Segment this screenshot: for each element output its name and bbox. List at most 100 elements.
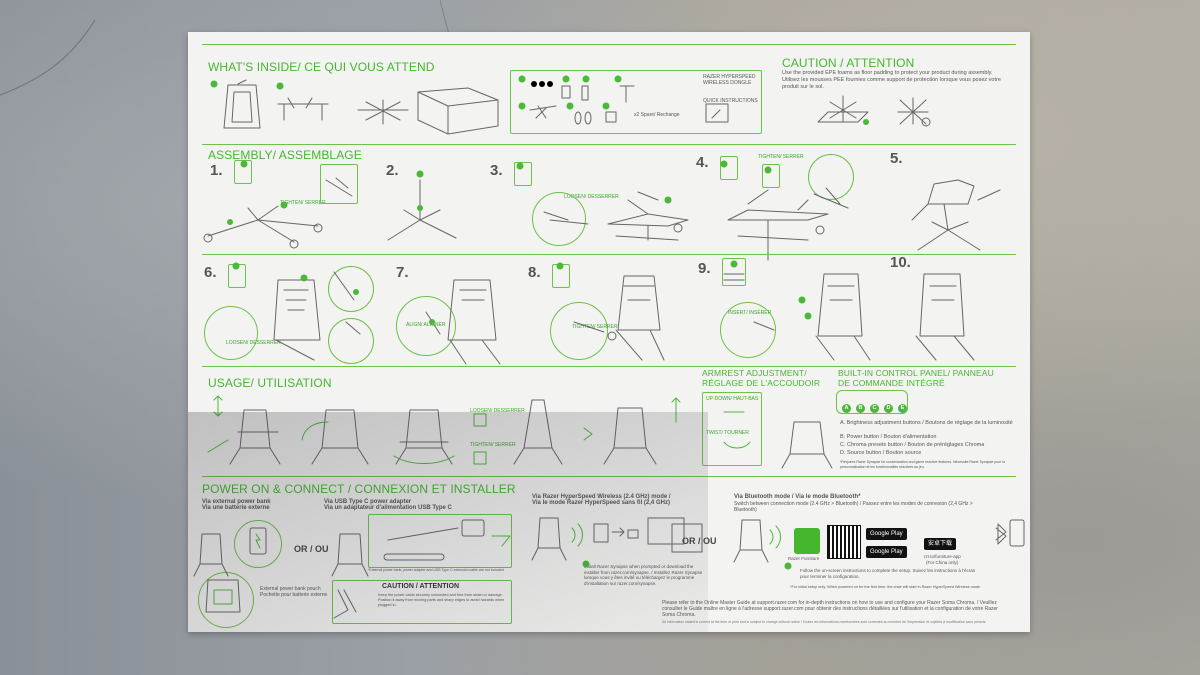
control-item-d: D. Source button / Bouton source: [840, 450, 922, 456]
detail-circle-6c: [328, 318, 374, 364]
china-only-note: (For China only): [926, 560, 959, 565]
usbc-subtitle: Via un adaptateur d'alimentation USB Typ…: [324, 505, 452, 511]
control-item-a: A. Brightness adjustment buttons / Bouto…: [840, 420, 1013, 426]
google-play-badge-2[interactable]: Google Play: [866, 546, 907, 558]
bank-title: Via external power bank: [202, 499, 271, 505]
google-play-badge-1[interactable]: Google Play: [866, 528, 907, 540]
heading-whats-inside: WHAT'S INSIDE/ CE QUI VOUS ATTEND: [208, 60, 435, 74]
bt-subtitle: Switch between connection mode (2.4 GHz …: [734, 501, 973, 513]
control-button-d: D: [884, 404, 893, 413]
label-tighten-8: TIGHTEN/ SERRER: [572, 324, 618, 330]
part-box-4b: [762, 164, 780, 188]
power-connect-illustration: [193, 519, 511, 619]
label-tighten-4: TIGHTEN/ SERRER: [758, 154, 804, 160]
qr-code: [827, 525, 861, 559]
bank-subtitle: Via une batterie externe: [202, 505, 270, 511]
dongle-note: RAZER HYPERSPEED WIRELESS DONGLE: [703, 74, 756, 86]
step-6-number: 6.: [204, 264, 217, 281]
part-box-1: [234, 160, 252, 184]
part-box-9: [722, 258, 746, 286]
heading-assembly: ASSEMBLY/ ASSEMBLAGE: [208, 148, 362, 162]
detail-circle-6b: [328, 266, 374, 312]
china-store-badge[interactable]: 安卓下载: [924, 538, 957, 550]
step-10-number: 10.: [890, 254, 911, 271]
wireless-subtitle: Via le mode Razer HyperSpeed sans fil (2…: [532, 500, 670, 506]
step-1-number: 1.: [210, 162, 223, 179]
step-2-number: 2.: [386, 162, 399, 179]
section-divider-power: [202, 476, 1016, 477]
label-loosen-usage: LOOSEN/ DESSERRER: [470, 408, 525, 414]
label-tighten-usage: TIGHTEN/ SERRER: [470, 442, 516, 448]
detail-circle-9: [720, 302, 776, 358]
or-separator-2: OR / OU: [682, 536, 717, 546]
power-caution-body: Keep the power cable securely connected …: [378, 593, 505, 607]
online-guide-note: Please refer to the Online Master Guide …: [662, 600, 998, 618]
step-7-number: 7.: [396, 264, 409, 281]
control-button-e: E: [898, 404, 907, 413]
caution-text: Use the provided EPE foams as floor padd…: [782, 70, 1001, 90]
step-9-number: 9.: [698, 260, 711, 277]
power-caution-box: [332, 580, 512, 624]
part-box-4a: [720, 156, 738, 180]
detail-circle-8: [550, 302, 608, 360]
bt-title: Via Bluetooth mode / Via le mode Bluetoo…: [734, 494, 861, 500]
small-parts-box: [510, 70, 762, 134]
control-note: *Requires Razer Synapse for customizatio…: [840, 460, 1005, 469]
synapse-step: Install Razer Synapse when prompted or d…: [584, 564, 703, 586]
heading-power: POWER ON & CONNECT / CONNEXION ET INSTAL…: [202, 482, 516, 496]
guide-note: QUICK INSTRUCTIONS: [703, 98, 758, 104]
control-panel-diagram: [836, 390, 908, 414]
fine-print: All information stated is correct at the…: [662, 620, 987, 624]
bluetooth-illustration: [733, 519, 1025, 570]
app-url: rzr.to/furniture-app: [924, 554, 961, 559]
label-twist: TWIST/ TOURNER: [706, 430, 749, 436]
wireless-title: Via Razer HyperSpeed Wireless (2.4 GHz) …: [532, 494, 671, 500]
part-box-3: [514, 162, 532, 186]
small-parts-illustration: [518, 75, 635, 125]
label-loosen-3: LOOSEN/ DESSERRER: [564, 194, 619, 200]
label-align-7: ALIGN/ ALIGNER: [406, 322, 446, 328]
section-divider-inside: [202, 44, 1016, 45]
detail-circle-4: [808, 154, 854, 200]
detail-circle-6: [204, 306, 258, 360]
usbc-title: Via USB Type C power adapter: [324, 499, 412, 505]
detail-circle-7: [396, 296, 456, 356]
step-4-number: 4.: [696, 154, 709, 171]
usbc-adapter-box: [368, 514, 512, 568]
or-separator-1: OR / OU: [294, 544, 329, 554]
armrest-detail-box: [702, 392, 762, 466]
spare-screws-note: x2 Spare/ Rechange: [634, 112, 680, 118]
assembly-steps-6-10-illustration: [232, 260, 975, 365]
assembly-steps-illustration: [203, 160, 1001, 261]
wireless-illustration: [531, 517, 703, 568]
pouch-sublabel: Pochette pour batterie externe: [260, 592, 328, 598]
label-insert-9: INSERT/ INSÉRER: [728, 310, 772, 316]
step-5-number: 5.: [890, 150, 903, 167]
instruction-sheet: WHAT'S INSIDE/ CE QUI VOUS ATTEND RAZER …: [188, 32, 1030, 632]
caution-foam-illustration: [817, 95, 931, 127]
follow-instructions: Follow the on-screen instructions to com…: [800, 568, 976, 579]
heading-usage: USAGE/ UTILISATION: [208, 376, 332, 390]
control-button-c: C: [870, 404, 879, 413]
guide-booklet-illustration: [705, 103, 729, 123]
control-item-b: B. Power button / Bouton d'alimentation: [840, 434, 937, 440]
section-divider-steps2: [202, 254, 1016, 255]
control-button-b: B: [856, 404, 865, 413]
label-tighten-1: TIGHTEN/ SERRER: [280, 200, 326, 206]
usage-illustration: [207, 395, 833, 469]
detail-box-1: [320, 164, 358, 204]
label-loosen-6: LOOSEN/ DESSERRER: [226, 340, 281, 346]
power-caution-title: CAUTION / ATTENTION: [382, 583, 459, 590]
app-name: Razer Furniture: [788, 556, 820, 561]
adapter-note: *External power bank, power adapter and …: [368, 568, 504, 572]
control-button-a: A: [842, 404, 851, 413]
section-divider-assembly: [202, 144, 1016, 145]
section-divider-usage: [202, 366, 1016, 367]
inside-parts-illustration: [210, 79, 499, 135]
pouch-label: External power bank pouch: [260, 586, 321, 592]
razer-furniture-app-icon[interactable]: [794, 528, 820, 554]
initial-setup-note: *For initial setup only. When powered on…: [790, 585, 981, 589]
step-3-number: 3.: [490, 162, 503, 179]
power-bank-circle: [234, 520, 282, 568]
heading-caution: CAUTION / ATTENTION: [782, 56, 915, 70]
